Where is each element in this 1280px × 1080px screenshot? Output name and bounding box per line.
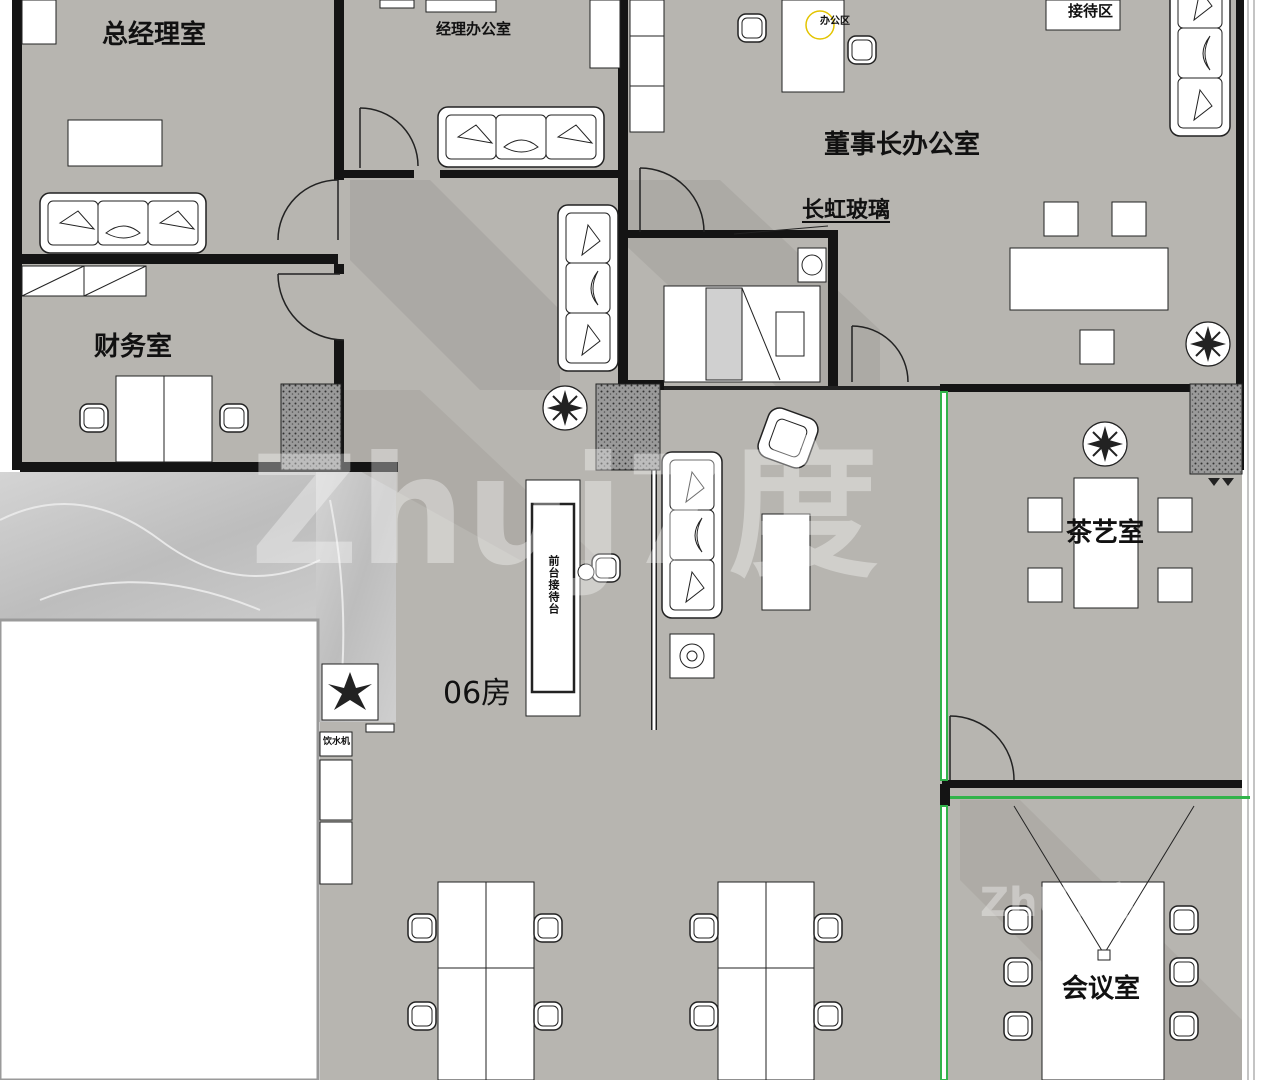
label-manager-office: 经理办公室 (436, 20, 512, 38)
label-meeting-room: 会议室 (1062, 974, 1141, 1004)
label-tea-room: 茶艺室 (1066, 518, 1145, 548)
label-office-area: 办公区 (820, 16, 850, 27)
label-general-manager-room: 总经理室 (102, 20, 207, 50)
label-chairman-office: 董事长办公室 (824, 130, 981, 160)
label-reception-area: 接待区 (1068, 2, 1114, 20)
label-water-dispenser: 饮水机 (323, 737, 351, 747)
label-finance-room: 财务室 (94, 332, 173, 362)
label-room-06: 06房 (443, 676, 512, 711)
label-front-desk: 前台接待台 (547, 555, 560, 615)
label-changhong-glass: 长虹玻璃 (802, 198, 891, 223)
